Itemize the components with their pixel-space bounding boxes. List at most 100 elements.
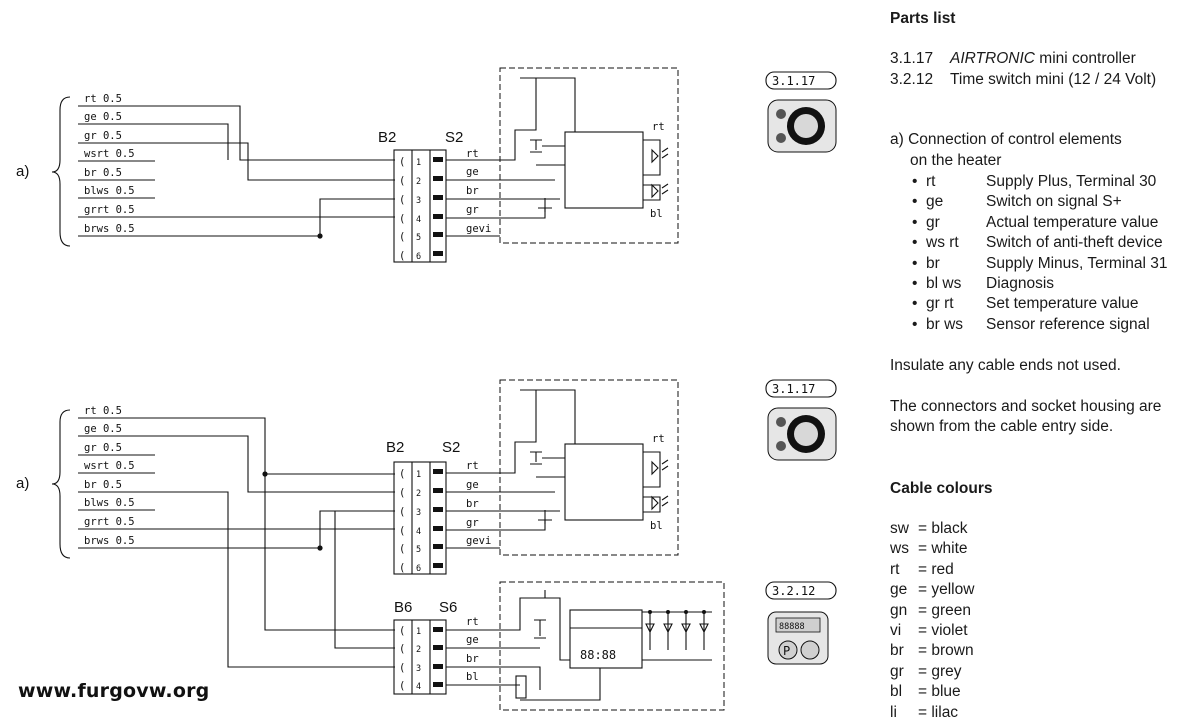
parts-list-title: Parts list <box>890 10 956 27</box>
svg-text:(: ( <box>399 487 405 499</box>
wire-label: ge 0.5 <box>84 423 122 435</box>
wiring-section-1: a) rt 0.5 ge 0.5 gr 0.5 wsrt 0.5 br 0.5 … <box>16 67 679 263</box>
led-bottom-label: bl <box>650 208 663 220</box>
wire-label: wsrt 0.5 <box>84 460 135 472</box>
time-switch-box: 88:88 <box>499 581 725 711</box>
wire-list-2: rt 0.5 ge 0.5 gr 0.5 wsrt 0.5 br 0.5 blw… <box>78 405 155 549</box>
svg-text:1: 1 <box>416 158 421 168</box>
section-1-label: a) <box>16 163 29 180</box>
svg-text:6: 6 <box>416 564 421 574</box>
svg-text:3.2.12: 3.2.12 <box>772 584 815 598</box>
colour-item: bl= blue <box>890 683 961 701</box>
svg-text:(: ( <box>399 625 405 637</box>
controller-icon-b <box>767 407 837 461</box>
wire-label: brws 0.5 <box>84 223 135 235</box>
controller-box-1: rt bl <box>499 67 679 244</box>
led-bottom-label: bl <box>650 520 663 532</box>
wiring-diagram: a) rt 0.5 ge 0.5 gr 0.5 wsrt 0.5 br 0.5 … <box>16 67 837 711</box>
colour-item: ge= yellow <box>890 581 975 599</box>
wire-label: grrt 0.5 <box>84 516 135 528</box>
connector-b2-label: B2 <box>378 129 396 146</box>
svg-text:3: 3 <box>416 508 421 518</box>
svg-text:4: 4 <box>416 682 421 692</box>
wiring-section-2: a) rt 0.5 ge 0.5 gr 0.5 wsrt 0.5 br 0.5 … <box>16 379 725 711</box>
svg-text:2: 2 <box>416 489 421 499</box>
svg-text:4: 4 <box>416 527 421 537</box>
cable-colours-title: Cable colours <box>890 480 993 497</box>
svg-text:(: ( <box>399 525 405 537</box>
wire-label: brws 0.5 <box>84 535 135 547</box>
signal-label: rt <box>466 148 479 160</box>
signal-label: gr <box>466 204 479 216</box>
colour-item: br= brown <box>890 642 974 660</box>
colour-item: gn= green <box>890 601 972 619</box>
note-connectors-2: shown from the cable entry side. <box>890 418 1114 435</box>
connector-b6-label: B6 <box>394 599 412 616</box>
wire-label: br 0.5 <box>84 167 122 179</box>
svg-text:(: ( <box>399 643 405 655</box>
signal-label: rt <box>466 616 479 628</box>
parts-list-item: 3.1.17 AIRTRONIC mini controller <box>890 50 1136 67</box>
signal-label: gr <box>466 517 479 529</box>
svg-text:2: 2 <box>416 177 421 187</box>
colour-item: gr= grey <box>890 662 962 680</box>
signal-label: br <box>466 498 479 510</box>
controller-icon-a <box>767 99 837 153</box>
wire-label: gr 0.5 <box>84 442 122 454</box>
signal-label: ge <box>466 479 479 491</box>
svg-text:(: ( <box>399 543 405 555</box>
colour-item: vi= violet <box>890 622 968 640</box>
led-top-label: rt <box>652 433 665 445</box>
svg-text:(: ( <box>399 680 405 692</box>
svg-text:(: ( <box>399 156 405 168</box>
signal-label: ge <box>466 166 479 178</box>
svg-text:3.1.17: 3.1.17 <box>772 382 815 396</box>
connector-b2-s2: ((( ((( 1 2 3 4 5 6 <box>393 461 447 575</box>
colour-item: li= lilac <box>890 703 959 721</box>
svg-text:(: ( <box>399 213 405 225</box>
watermark: www.furgovw.org <box>18 680 210 702</box>
svg-text:(: ( <box>399 562 405 574</box>
signal-label: bl <box>466 671 479 683</box>
signal-label: gevi <box>466 535 491 547</box>
connector-s2-label: S2 <box>445 129 463 146</box>
wire-label: blws 0.5 <box>84 185 135 197</box>
part-tag-3117-a: 3.1.17 <box>765 71 837 90</box>
svg-text:5: 5 <box>416 233 421 243</box>
svg-text:6: 6 <box>416 252 421 262</box>
svg-text:3.1.17: 3.1.17 <box>772 74 815 88</box>
svg-text:(: ( <box>399 250 405 262</box>
colour-item: sw= black <box>890 520 968 537</box>
parts-list-item: 3.2.12 Time switch mini (12 / 24 Volt) <box>890 71 1157 88</box>
connector-b2-label: B2 <box>386 439 404 456</box>
connector-b2-s2: ((( ((( 1 2 3 4 5 6 <box>393 149 447 263</box>
part-tag-3212: 3.2.12 <box>765 581 837 600</box>
cable-colours-list: sw= black ws= white rt= red ge= yellow g… <box>890 519 974 723</box>
wire-label: ge 0.5 <box>84 111 122 123</box>
signal-label: ge <box>466 634 479 646</box>
svg-text:4: 4 <box>416 215 421 225</box>
wire-label: grrt 0.5 <box>84 204 135 216</box>
clock-display: 88:88 <box>580 648 616 662</box>
wire-label: rt 0.5 <box>84 93 122 105</box>
svg-text:(: ( <box>399 506 405 518</box>
svg-text:(: ( <box>399 662 405 674</box>
wire-label: gr 0.5 <box>84 130 122 142</box>
signal-label: br <box>466 185 479 197</box>
connector-s6-label: S6 <box>439 599 457 616</box>
svg-text:(: ( <box>399 231 405 243</box>
section-2-brace <box>51 409 71 559</box>
section-2-label: a) <box>16 475 29 492</box>
svg-text:88888: 88888 <box>779 622 805 632</box>
colour-item: rt= red <box>890 560 954 578</box>
signal-label: gevi <box>466 223 491 235</box>
timer-icon: 88888 P <box>767 611 829 665</box>
svg-text:P: P <box>783 644 790 658</box>
